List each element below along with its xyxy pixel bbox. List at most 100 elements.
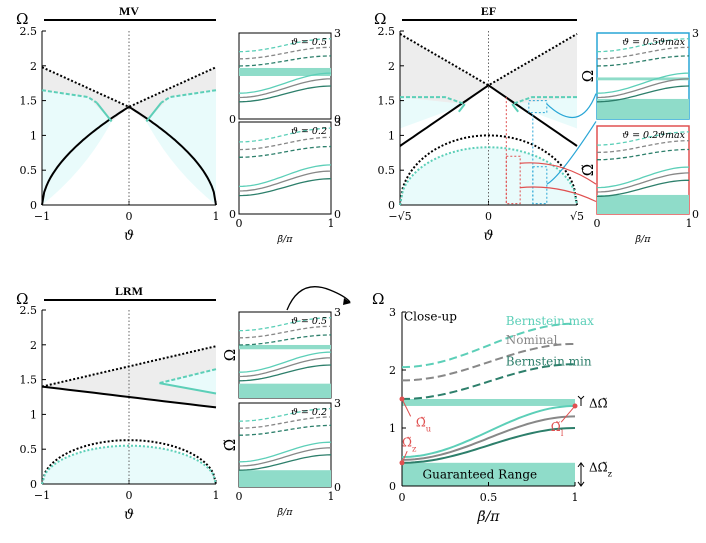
closeup-series-nominal (402, 342, 576, 382)
lrm-inset-bottom-solid-curve (238, 441, 332, 463)
closeup-delta-top-arrow (577, 395, 585, 400)
lrm-curly-arrowhead (343, 298, 351, 305)
ef-inset-bottom-solid-curve (596, 179, 689, 198)
ef-blue-arrow-2 (546, 121, 597, 185)
closeup-delta-bottom-arrow-bot (577, 481, 585, 487)
closeup-ytick-label: 1 (389, 422, 396, 435)
closeup-leader-l (560, 405, 576, 423)
lrm-arc-black (41, 439, 217, 485)
closeup-xtick-label: 1 (572, 491, 579, 504)
mv-inset-bottom-yl-bot: 0 (229, 208, 236, 221)
closeup-title: Close-up (404, 310, 457, 324)
lrm-inset-bottom-dashed-curve (239, 416, 331, 429)
ef-ytick-label: 2.5 (378, 25, 396, 38)
lrm-xlabel: ϑ (124, 507, 134, 523)
closeup-series-bernstein-max (401, 322, 576, 369)
ef-gray-fill (400, 33, 577, 105)
lrm-inset-top-ymax: 3 (334, 306, 341, 319)
closeup-series-solid_light (401, 405, 575, 458)
ef-fill-left (400, 97, 465, 129)
lrm-inset-bottom-solid-curve (238, 447, 332, 467)
ef-xlabel: ϑ (483, 228, 493, 244)
ef-inset-bottom-dashed-curve (597, 148, 689, 161)
ef-inset-top-ymax: 3 (692, 27, 699, 40)
mv-inset-bottom-frame (238, 121, 332, 215)
lrm-inset-top-solid-curve (238, 364, 332, 382)
mv-xtick-label: 1 (213, 210, 220, 223)
mv-inset-bottom-xt1: 1 (328, 217, 335, 230)
mv-ylabel: Ω (16, 10, 28, 28)
lrm-ytick-label: 2 (30, 339, 37, 352)
ef-inset-bottom-ymin: 0 (692, 208, 699, 221)
mv-inset-top-band (239, 67, 331, 76)
lrm-inset-top-dashed-curve (239, 317, 332, 332)
mv-ytick-label: 1 (30, 129, 37, 142)
ef-teal-dashed (400, 96, 466, 106)
lrm-inset-top-label: ϑ = 0.5 (291, 316, 327, 327)
lrm-inset-bottom-band (239, 470, 331, 487)
ef-xtick-label: √5 (570, 210, 584, 223)
mv-teal-solid (145, 102, 162, 123)
mv-inset-bottom-dashed-curve (238, 136, 332, 151)
lrm-inset-top-solid-curve (238, 357, 331, 378)
closeup-series-solid_dark (401, 427, 576, 464)
ef-ytick-label: 2 (388, 60, 395, 73)
mv-ytick-label: 1.5 (20, 95, 38, 108)
mv-lower-solid (41, 105, 217, 206)
ef-inset-bottom-dashed-curve (596, 131, 689, 146)
ef-lower-solid (399, 84, 578, 147)
lrm-fill-right (159, 369, 216, 394)
ef-ylabel: Ω (374, 10, 386, 28)
ef-inset-bottom-band (597, 194, 689, 214)
ef-inset-top-ylabel: Ω (579, 70, 597, 82)
ef-ytick-label: 1.5 (378, 95, 396, 108)
lrm-inset-bottom-xt1: 1 (328, 490, 335, 503)
closeup-xtick-label: 0 (399, 491, 406, 504)
mv-inset-top-dashed-curve (238, 55, 332, 67)
mv-inset-bottom-dashed-curve (239, 127, 332, 143)
closeup-delta-top-label: ΔΩ̃ (589, 396, 608, 410)
lrm-ytick-label: 0.5 (20, 443, 38, 456)
lrm-inset-bottom-solid-curve (238, 454, 332, 471)
mv-fill-left (42, 90, 112, 205)
mv-inset-bottom-xlabel: β̄/π (277, 234, 294, 245)
lrm-curly-arrow (286, 286, 351, 311)
lrm-inset-top-band2 (239, 383, 331, 398)
ef-ytick-label: 0 (388, 199, 395, 212)
ef-inset-bottom-xt0: 0 (594, 217, 601, 230)
closeup-omega-u: Ω̃u (416, 415, 432, 433)
lrm-inset-top-ylabel: Ω (221, 349, 239, 361)
ef-inset-top-solid-curve (596, 85, 690, 103)
lrm-inset-bottom-ylabel: Ω̃ (221, 439, 239, 451)
mv-ytick-label: 2 (30, 60, 37, 73)
closeup-ylabel: Ω (372, 290, 384, 308)
ef-teal-dashed (511, 96, 577, 106)
mv-xtick-label: −1 (34, 210, 50, 223)
ef-inset-top-band (597, 98, 689, 119)
ef-ytick-label: 1 (388, 129, 395, 142)
mv-ytick-label: 0.5 (20, 164, 38, 177)
lrm-inset-bottom-ymax: 3 (334, 397, 341, 410)
mv-inset-top-dashed-curve (239, 46, 332, 60)
lrm-inset-bottom-xlabel: β̄/π (277, 507, 294, 518)
closeup-series-solid_gray (401, 415, 576, 461)
ef-inset-top-dashed-curve (597, 46, 690, 60)
ef-blue-box (532, 166, 548, 205)
closeup-delta-bottom-label: ΔΩ̃z (589, 461, 613, 479)
lrm-title: LRM (115, 284, 143, 298)
ef-inset-top-dashed-curve (596, 55, 690, 67)
ef-xtick-label: 0 (485, 210, 492, 223)
closeup-ytick-label: 0 (389, 480, 396, 493)
mv-inset-top-ymin: 0 (334, 113, 341, 126)
lrm-inset-top-band (239, 344, 331, 350)
ef-inset-bottom-solid-curve (596, 166, 690, 189)
ef-title: EF (481, 4, 496, 18)
lrm-xtick-label: −1 (34, 489, 50, 502)
ef-inset-bottom-dashed-curve (596, 140, 689, 154)
lrm-arc-teal (41, 444, 217, 485)
lrm-upper-dotted (41, 345, 217, 388)
closeup-leader-u (401, 398, 412, 417)
ef-inset-top-dashed-curve (597, 38, 690, 53)
lrm-inset-top-dashed-curve (239, 325, 332, 339)
